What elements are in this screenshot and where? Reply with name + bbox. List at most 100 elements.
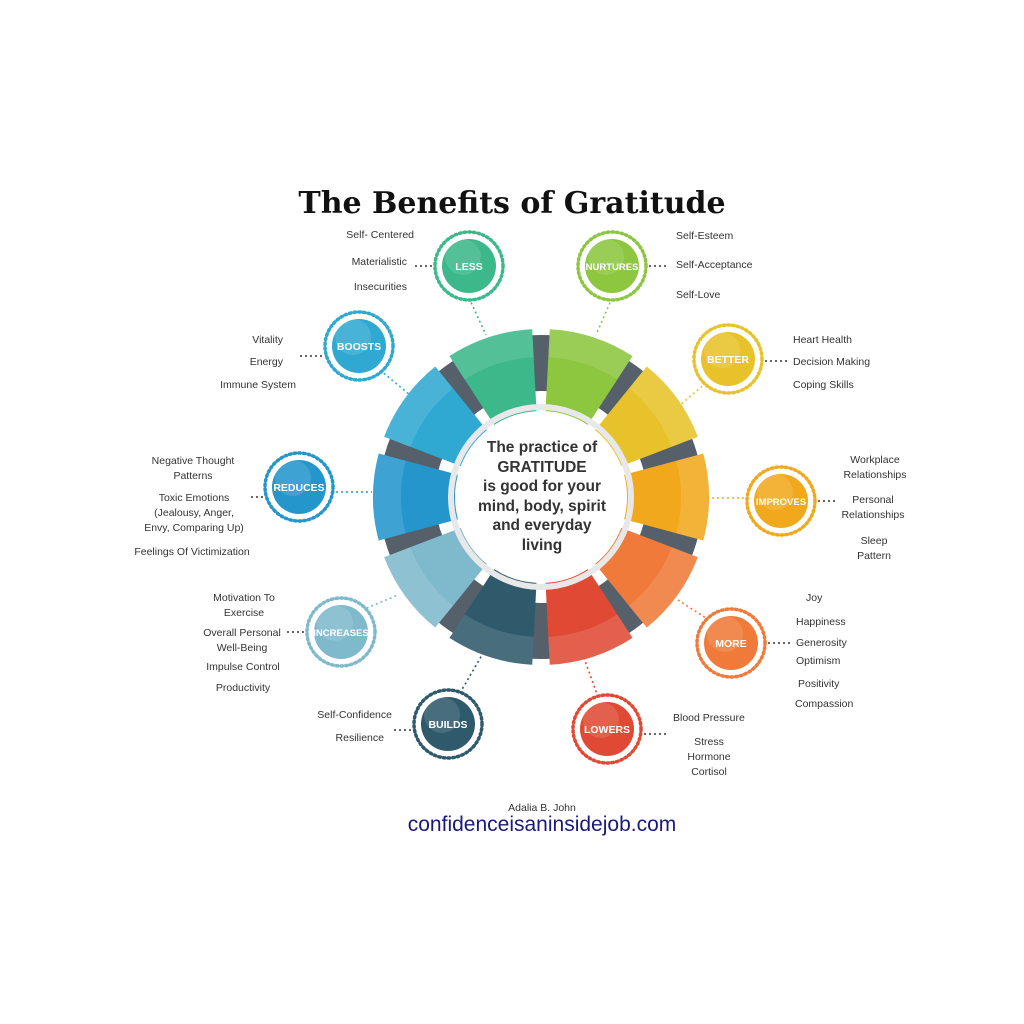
badge-shine-reduces (275, 460, 311, 496)
badge-label-more: MORE (715, 638, 747, 650)
badge-nurtures: NURTURES (576, 230, 648, 302)
wheel-segment-highlight-less (449, 329, 534, 380)
badge-shine-better (704, 332, 740, 368)
wheel-segment-lowers (545, 569, 633, 665)
wheel-segment-increases (384, 527, 487, 628)
boosts-item-3: Immune System (220, 379, 296, 391)
badge-label-better: BETTER (707, 354, 749, 366)
improves-item-3: Sleep Pattern (857, 535, 891, 562)
badge-fill-nurtures (585, 239, 639, 293)
badge-label-improves: IMPROVES (756, 497, 806, 508)
reduces-item-3: Feelings Of Victimization (134, 546, 250, 558)
badge-shine-lowers (583, 702, 619, 738)
wheel-segment-builds (449, 569, 537, 665)
boosts-item-2: Energy (249, 356, 283, 368)
center-line-1: The practice of (486, 439, 598, 456)
builds-item-1: Self-Confidence (317, 709, 392, 721)
lowers-connector-1 (583, 657, 599, 698)
wheel-segment-boosts (384, 366, 487, 467)
boosts-connector-1 (379, 369, 411, 396)
badge-fill-improves (754, 474, 808, 528)
badge-fill-increases (314, 605, 368, 659)
more-item-3: Generosity (796, 637, 847, 649)
badge-shine-increases (317, 605, 353, 641)
more-item-4: Optimism (796, 655, 841, 667)
badge-reduces: REDUCES (263, 451, 335, 523)
wheel-segment-highlight-improves (676, 453, 709, 541)
more-connector-1 (677, 599, 710, 621)
more-item-2: Happiness (796, 616, 846, 628)
more-item-6: Compassion (795, 698, 854, 710)
badge-shine-improves (757, 474, 793, 510)
nurtures-item-3: Self-Love (676, 289, 721, 301)
website-link[interactable]: confidenceisaninsidejob.com (407, 813, 677, 836)
wheel-inner-ring (448, 404, 634, 590)
center-line-3: is good for your (483, 478, 601, 495)
badge-label-reduces: REDUCES (273, 482, 324, 494)
more-item-5: Positivity (798, 678, 840, 690)
author-credit: Adalia B. John (508, 802, 576, 814)
reduces-item-2: Toxic Emotions (Jealousy, Anger, Envy, C… (144, 492, 244, 534)
less-item-3: Insecurities (353, 281, 407, 293)
badge-better: BETTER (692, 323, 764, 395)
better-item-2: Decision Making (793, 356, 871, 368)
wheel-segment-highlight-boosts (384, 366, 453, 447)
wheel-segment-highlight-nurtures (548, 329, 633, 380)
lowers-item-2: Stress Hormone Cortisol (687, 736, 731, 778)
badge-more: MORE (695, 607, 767, 679)
wheel (373, 329, 709, 665)
less-connector-1 (468, 297, 487, 336)
badge-lowers: LOWERS (571, 693, 643, 765)
badge-label-increases: INCREASES (313, 628, 368, 639)
wheel-segment-less (449, 329, 537, 425)
badge-fill-builds (421, 697, 475, 751)
badge-fill-reduces (272, 460, 326, 514)
wheel-segment-highlight-reduces (373, 453, 406, 541)
wheel-segment-highlight-more (629, 547, 698, 628)
more-item-1: Joy (806, 592, 823, 604)
wheel-center (457, 413, 625, 581)
less-item-2: Materialistic (351, 256, 407, 268)
wheel-segment-improves (624, 453, 709, 541)
wheel-segment-reduces (373, 453, 458, 541)
improves-item-1: Workplace Relationships (843, 454, 907, 481)
center-line-6: living (521, 536, 563, 554)
badge-label-nurtures: NURTURES (586, 262, 639, 273)
badge-fill-lowers (580, 702, 634, 756)
builds-connector-1 (459, 654, 483, 694)
badge-label-boosts: BOOSTS (337, 341, 381, 353)
center-line-5: and everyday (492, 517, 592, 534)
badge-shine-nurtures (588, 239, 624, 275)
badge-fill-boosts (332, 319, 386, 373)
badge-shine-more (707, 616, 743, 652)
nurtures-item-1: Self-Esteem (676, 230, 734, 242)
badge-less: LESS (433, 230, 505, 302)
wheel-segment-highlight-increases (384, 547, 453, 628)
nurtures-connector-1 (595, 297, 613, 336)
lowers-item-1: Blood Pressure (673, 712, 745, 724)
increases-item-1: Motivation To Exercise (213, 592, 275, 619)
badge-shine-boosts (335, 319, 371, 355)
increases-item-2: Overall Personal Well-Being (203, 627, 281, 654)
increases-item-3: Impulse Control (206, 661, 280, 673)
wheel-segment-better (595, 366, 698, 467)
builds-item-2: Resilience (335, 732, 384, 744)
badge-fill-less (442, 239, 496, 293)
badge-builds: BUILDS (412, 688, 484, 760)
reduces-item-1: Negative Thought Patterns (151, 455, 235, 482)
center-line-4: mind, body, spirit (477, 497, 607, 515)
badge-label-lowers: LOWERS (584, 724, 630, 736)
wheel-segment-more (595, 527, 698, 628)
improves-item-2: Personal Relationships (841, 494, 905, 521)
boosts-item-1: Vitality (252, 334, 283, 346)
better-connector-1 (679, 382, 707, 406)
badge-shine-builds (424, 697, 460, 733)
center-message: The practice of GRATITUDE is good for yo… (468, 438, 616, 555)
connector-lines (248, 265, 838, 735)
badge-label-builds: BUILDS (428, 719, 467, 731)
badge-fill-better (701, 332, 755, 386)
wheel-segment-nurtures (545, 329, 633, 425)
center-line-2: GRATITUDE (497, 458, 587, 476)
less-item-1: Self- Centered (346, 229, 414, 241)
